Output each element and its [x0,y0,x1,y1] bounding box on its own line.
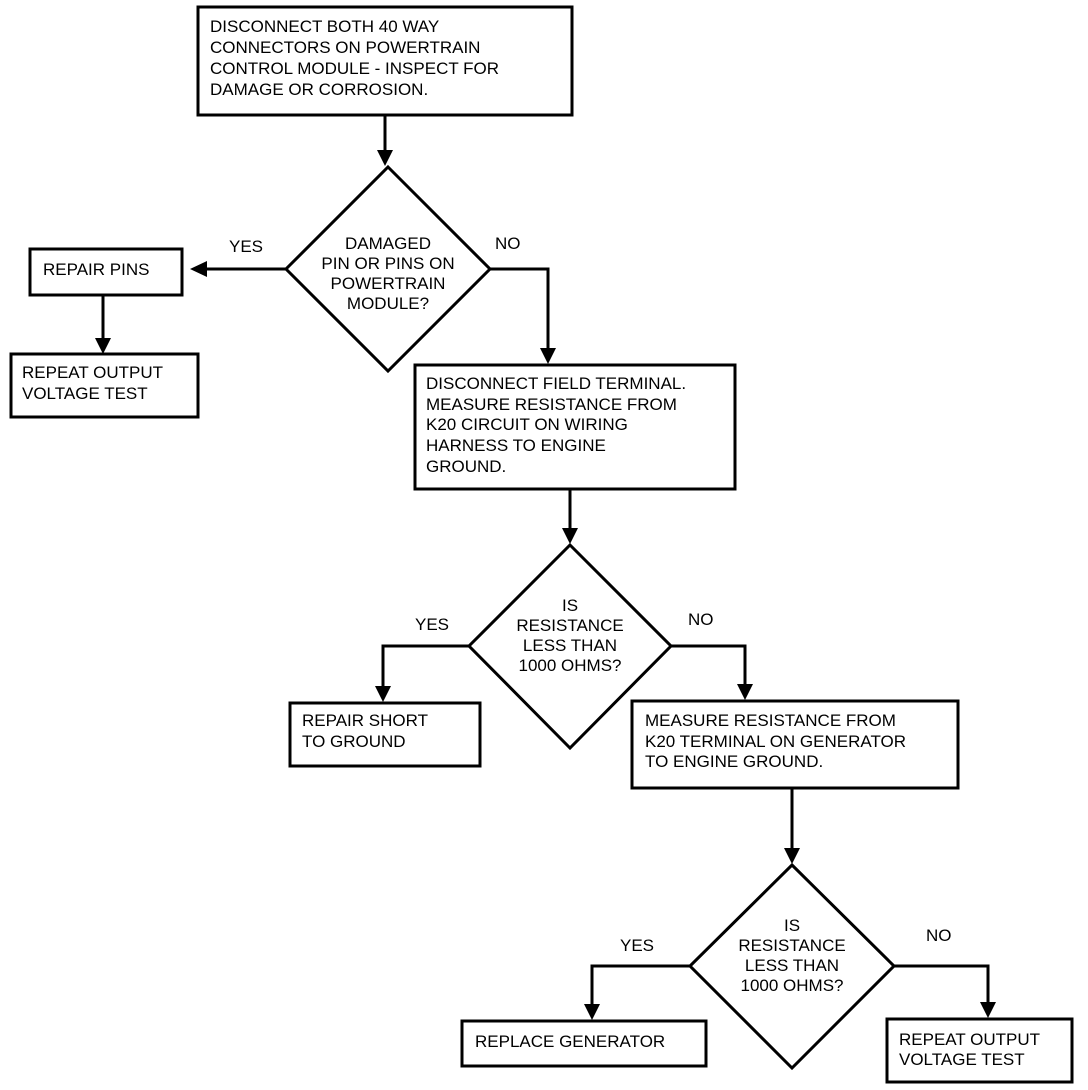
decision-text-line: POWERTRAIN [331,274,446,293]
step-repeat-test-1: REPEAT OUTPUT VOLTAGE TEST [9,352,200,419]
connectors [95,115,996,1020]
step-text-line: REPLACE GENERATOR [475,1032,665,1051]
arrowhead [737,684,753,700]
step-text-line: DAMAGE OR CORROSION. [210,80,428,99]
arrowhead [190,261,207,277]
arrowhead [784,848,800,864]
step-text-line: HARNESS TO ENGINE [426,436,606,455]
connector-resistance-1-yes [381,644,469,688]
branch-label-no: NO [688,610,714,629]
decision-text-line: RESISTANCE [738,936,845,955]
arrowhead [375,686,391,702]
decision-text-line: IS [562,596,578,615]
connector-resistance-2-no [894,964,990,1004]
step-text-line: VOLTAGE TEST [899,1050,1025,1069]
branch-label-no: NO [495,234,521,253]
step-repeat-test-2: REPEAT OUTPUT VOLTAGE TEST [885,1017,1074,1084]
step-measure-generator: MEASURE RESISTANCE FROM K20 TERMINAL ON … [630,699,960,790]
arrowhead [562,528,578,544]
step-text-line: REPAIR PINS [43,260,149,279]
step-text-line: GROUND. [426,457,506,476]
arrowhead [584,1004,600,1020]
branch-label-yes: YES [229,237,263,256]
connector-damaged-no [490,267,550,350]
step-disconnect-connectors: DISCONNECT BOTH 40 WAY CONNECTORS ON POW… [196,5,574,117]
decision-text-line: LESS THAN [523,636,617,655]
decision-resistance-1: IS RESISTANCE LESS THAN 1000 OHMS? [466,542,674,751]
step-repair-short: REPAIR SHORT TO GROUND [288,701,482,768]
connector-resistance-1-no [671,644,747,686]
step-repair-pins: REPAIR PINS [28,247,184,297]
decision-text-line: LESS THAN [745,956,839,975]
step-text-line: MEASURE RESISTANCE FROM [426,395,677,414]
arrowhead [540,348,556,364]
decision-resistance-2: IS RESISTANCE LESS THAN 1000 OHMS? [687,862,897,1071]
decision-text-line: PIN OR PINS ON [321,254,454,273]
step-text-line: DISCONNECT FIELD TERMINAL. [426,374,686,393]
step-replace-generator: REPLACE GENERATOR [460,1019,708,1068]
connector-resistance-2-yes [590,964,690,1006]
arrowhead [95,338,111,354]
branch-label-no: NO [926,926,952,945]
step-disconnect-field: DISCONNECT FIELD TERMINAL. MEASURE RESIS… [413,363,737,491]
step-text-line: TO ENGINE GROUND. [645,752,823,771]
step-text-line: MEASURE RESISTANCE FROM [645,711,896,730]
step-text-line: TO GROUND [302,732,406,751]
step-text-line: REPEAT OUTPUT [22,363,163,382]
arrowhead [980,1002,996,1018]
step-text-line: K20 CIRCUIT ON WIRING [426,415,628,434]
step-text-line: CONTROL MODULE - INSPECT FOR [210,59,499,78]
decision-text-line: RESISTANCE [516,616,623,635]
step-text-line: CONNECTORS ON POWERTRAIN [210,38,480,57]
branch-label-yes: YES [620,936,654,955]
branch-label-yes: YES [415,615,449,634]
decision-damaged-pins: DAMAGED PIN OR PINS ON POWERTRAIN MODULE… [283,164,493,374]
decision-text-line: 1000 OHMS? [519,656,622,675]
step-text-line: DISCONNECT BOTH 40 WAY [210,17,439,36]
decision-text-line: DAMAGED [345,234,431,253]
step-text-line: REPAIR SHORT [302,711,428,730]
decision-text-line: IS [784,916,800,935]
branch-labels: YES NO YES NO YES NO [229,234,952,955]
step-text-line: VOLTAGE TEST [22,384,148,403]
step-text-line: REPEAT OUTPUT [899,1030,1040,1049]
decision-text-line: 1000 OHMS? [741,976,844,995]
step-text-line: K20 TERMINAL ON GENERATOR [645,732,906,751]
arrowhead [377,150,393,166]
decision-text-line: MODULE? [347,294,429,313]
